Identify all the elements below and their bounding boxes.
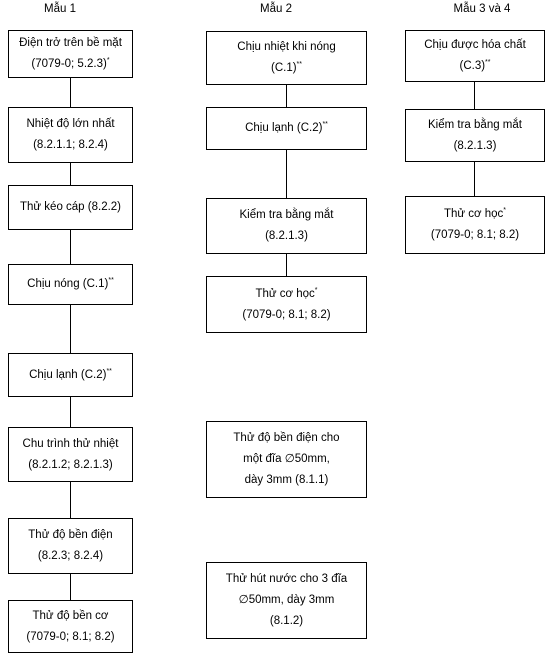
box-line: (8.2.1.3) xyxy=(453,139,497,152)
flow-box-c1-3: Thử kéo cáp (8.2.2) xyxy=(8,185,133,230)
box-line: Thử cơ học* xyxy=(444,204,506,225)
flow-box-c1-6: Chu trình thử nhiệt (8.2.1.2; 8.2.1.3) xyxy=(8,427,133,482)
connector-line xyxy=(70,230,71,264)
box-line: Chịu nóng (C.1)** xyxy=(27,274,114,295)
box-line: Chịu nhiệt khi nóng xyxy=(237,41,336,53)
box-line: Thử độ bền điện cho xyxy=(233,432,340,444)
box-line: dày 3mm (8.1.1) xyxy=(244,474,329,486)
connector-line xyxy=(70,78,71,107)
connector-line xyxy=(70,305,71,353)
box-line: (8.2.1.2; 8.2.1.3) xyxy=(28,458,113,471)
box-line: ∅50mm, dày 3mm xyxy=(238,594,335,606)
box-line-text: Thử cơ học xyxy=(443,208,504,220)
connector-line xyxy=(474,162,475,196)
box-line: Thử độ bền điện xyxy=(28,529,113,541)
box-line: Chu trình thử nhiệt xyxy=(22,437,119,450)
box-line-text: (7079-0; 5.2.3) xyxy=(31,58,107,70)
box-line: (C.1)** xyxy=(271,58,302,79)
box-line: Điện trở trên bề mặt xyxy=(19,37,122,49)
footnote-mark: ** xyxy=(485,59,491,67)
connector-line xyxy=(286,254,287,276)
connector-line xyxy=(70,574,71,600)
box-line: Chịu được hóa chất xyxy=(424,39,526,51)
flow-box-c3-2: Kiểm tra bằng mắt (8.2.1.3) xyxy=(405,109,545,162)
box-line-text: (C.1) xyxy=(270,62,297,74)
connector-line xyxy=(286,150,287,198)
footnote-mark: ** xyxy=(296,61,302,69)
box-line-text: Thử cơ học xyxy=(255,287,315,300)
box-line-text: Chịu lạnh (C.2) xyxy=(245,122,323,134)
flow-box-c1-1: Điện trở trên bề mặt (7079-0; 5.2.3)* xyxy=(8,30,133,78)
box-line: (8.2.1.1; 8.2.4) xyxy=(33,139,108,151)
footnote-mark: * xyxy=(106,57,110,65)
box-line: (8.2.1.3) xyxy=(265,230,308,242)
flow-box-c2-4: Thử cơ học* (7079-0; 8.1; 8.2) xyxy=(206,276,367,333)
flow-box-c3-1: Chịu được hóa chất (C.3)** xyxy=(405,30,545,82)
box-line-text: Chịu lạnh (C.2) xyxy=(29,368,107,381)
connector-line xyxy=(70,163,71,185)
footnote-mark: ** xyxy=(106,367,112,375)
flow-box-c2-2: Chịu lạnh (C.2)** xyxy=(206,107,367,150)
box-line: Thử kéo cáp (8.2.2) xyxy=(19,201,122,213)
box-line: (8.2.3; 8.2.4) xyxy=(37,550,104,562)
flow-box-c3-3: Thử cơ học* (7079-0; 8.1; 8.2) xyxy=(405,196,545,254)
box-line: (7079-0; 8.1; 8.2) xyxy=(26,630,115,643)
box-line: (7079-0; 8.1; 8.2) xyxy=(242,308,331,321)
column-title-mau-2: Mẫu 2 xyxy=(260,3,292,15)
box-line: Thử hút nước cho 3 đĩa xyxy=(225,573,348,585)
flow-box-c2-1: Chịu nhiệt khi nóng (C.1)** xyxy=(206,31,367,85)
connector-line xyxy=(70,397,71,427)
connector-line xyxy=(70,482,71,518)
box-line: (7079-0; 8.1; 8.2) xyxy=(430,229,520,241)
flow-box-c1-2: Nhiệt độ lớn nhất (8.2.1.1; 8.2.4) xyxy=(8,107,133,163)
column-title-mau-3-va-4: Mẫu 3 và 4 xyxy=(453,3,511,15)
footnote-mark: ** xyxy=(322,121,328,129)
box-line: Kiểm tra bằng mắt xyxy=(428,118,522,131)
flow-box-c1-8: Thử độ bền cơ (7079-0; 8.1; 8.2) xyxy=(8,600,133,653)
box-line: Nhiệt độ lớn nhất xyxy=(26,118,115,130)
flow-box-c2-3: Kiểm tra bằng mắt (8.2.1.3) xyxy=(206,198,367,254)
box-line: một đĩa ∅50mm, xyxy=(243,453,330,465)
flow-box-c1-5: Chịu lạnh (C.2)** xyxy=(8,353,133,397)
connector-line xyxy=(474,82,475,109)
box-line: (C.3)** xyxy=(459,56,490,77)
box-line: (7079-0; 5.2.3)* xyxy=(31,54,109,75)
box-line: Chịu lạnh (C.2)** xyxy=(245,118,328,139)
box-line: Thử cơ học* xyxy=(255,284,317,305)
box-line-text: Chịu nóng (C.1) xyxy=(27,278,109,290)
footnote-mark: ** xyxy=(108,277,114,285)
footnote-mark: * xyxy=(314,286,318,294)
column-title-mau-1: Mẫu 1 xyxy=(44,3,76,15)
footnote-mark: * xyxy=(503,207,507,215)
box-line: Thử độ bền cơ xyxy=(32,609,109,622)
box-line: Chịu lạnh (C.2)** xyxy=(29,365,112,386)
flow-box-c1-7: Thử độ bền điện (8.2.3; 8.2.4) xyxy=(8,518,133,574)
flow-box-c2-6: Thử hút nước cho 3 đĩa ∅50mm, dày 3mm (8… xyxy=(206,562,367,639)
box-line-text: (C.3) xyxy=(459,60,486,72)
box-line: Kiểm tra bằng mắt xyxy=(239,209,334,221)
connector-line xyxy=(286,85,287,107)
flow-box-c1-4: Chịu nóng (C.1)** xyxy=(8,264,133,305)
box-line: (8.1.2) xyxy=(269,615,304,627)
flow-box-c2-5: Thử độ bền điện cho một đĩa ∅50mm, dày 3… xyxy=(206,421,367,498)
